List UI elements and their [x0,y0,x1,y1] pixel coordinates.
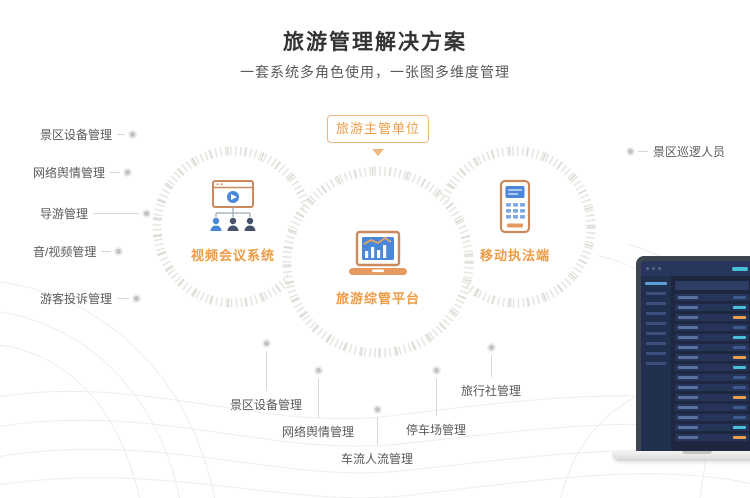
connector-dot [125,170,131,175]
down-arrow-icon [372,149,384,156]
right-label: 景区巡逻人员 [653,145,726,159]
connector-line [93,213,140,214]
connector-dot [488,345,494,350]
left-label: 游客投诉管理 [40,292,113,306]
connector-line [117,298,130,299]
dashboard-table-row [675,384,749,391]
left-label-row: 游客投诉管理 [40,290,140,307]
bottom-label: 停车场管理 [405,423,467,437]
connector-dot [134,296,140,301]
dashboard-table-row [675,354,749,361]
dashboard-table-row [675,414,749,421]
dashboard-table-header [675,281,749,290]
dashboard-table-row [675,324,749,331]
connector-line [435,378,437,416]
bottom-label-row: 旅行社管理 [461,345,521,399]
dashboard-table-row [675,374,749,381]
connector-dot [263,341,269,346]
mobile-enforcement-label: 移动执法端 [479,248,551,263]
dashboard-table-row [675,344,749,351]
bottom-label: 景区设备管理 [229,398,303,412]
authority-badge: 旅游主管单位 [327,115,429,143]
dashboard-table-row [675,404,749,411]
video-conference-label: 视频会议系统 [190,248,276,263]
bottom-label: 旅行社管理 [460,384,522,398]
left-label-row: 景区设备管理 [40,126,136,143]
dashboard-table-row [675,314,749,321]
dashboard-table-row [675,364,749,371]
dashboard-table-row [675,394,749,401]
connector-line [638,151,648,152]
handheld-terminal-icon [493,178,537,241]
laptop-dashboard-main [671,276,750,451]
header-dot [658,267,661,270]
laptop-dashboard-header [641,261,750,276]
connector-dot [130,132,136,137]
bottom-label: 网络舆情管理 [281,425,355,439]
connector-line [117,134,126,135]
left-label: 网络舆情管理 [33,166,106,180]
header-dot [652,267,655,270]
right-label-row: 景区巡逻人员 [628,143,725,160]
connector-dot [374,407,380,412]
connector-dot [116,249,122,254]
left-label-row: 导游管理 [40,205,150,222]
bottom-label-row: 景区设备管理 [230,341,302,413]
laptop-screen [636,256,750,456]
dashboard-table-row [675,434,749,441]
dashboard-table-row [675,424,749,431]
connector-dot [433,368,439,373]
video-meeting-icon [203,178,263,241]
connector-dot [144,211,150,216]
laptop-dashboard-body [641,276,750,451]
bottom-label: 车流人流管理 [340,452,414,466]
page-title: 旅游管理解决方案 [283,31,467,54]
header-accent-bar [732,266,748,271]
connector-line [101,251,112,252]
connector-line [317,378,319,418]
left-label: 景区设备管理 [40,128,113,142]
connector-dot [315,368,321,373]
connector-line [110,172,121,173]
bottom-label-row: 网络舆情管理 [282,368,354,440]
left-label-row: 音/视频管理 [33,243,122,260]
left-label-row: 网络舆情管理 [33,164,131,181]
laptop-base [612,451,750,461]
connector-line [490,355,492,377]
bottom-label-row: 车流人流管理 [341,407,413,467]
left-label: 音/视频管理 [33,245,97,259]
header-dot [646,267,649,270]
dashboard-table-row [675,294,749,301]
page-subtitle: 一套系统多角色使用，一张图多维度管理 [240,64,510,80]
dashboard-table-row [675,334,749,341]
laptop-dashboard-sidebar [641,276,671,451]
connector-line [265,351,267,391]
dashboard-table-row [675,304,749,311]
bottom-label-row: 停车场管理 [406,368,466,438]
connector-dot [628,149,633,154]
platform-label: 旅游综管平台 [335,291,421,306]
connector-line [376,417,378,445]
laptop-chart-icon [345,230,411,287]
left-label: 导游管理 [40,207,89,221]
